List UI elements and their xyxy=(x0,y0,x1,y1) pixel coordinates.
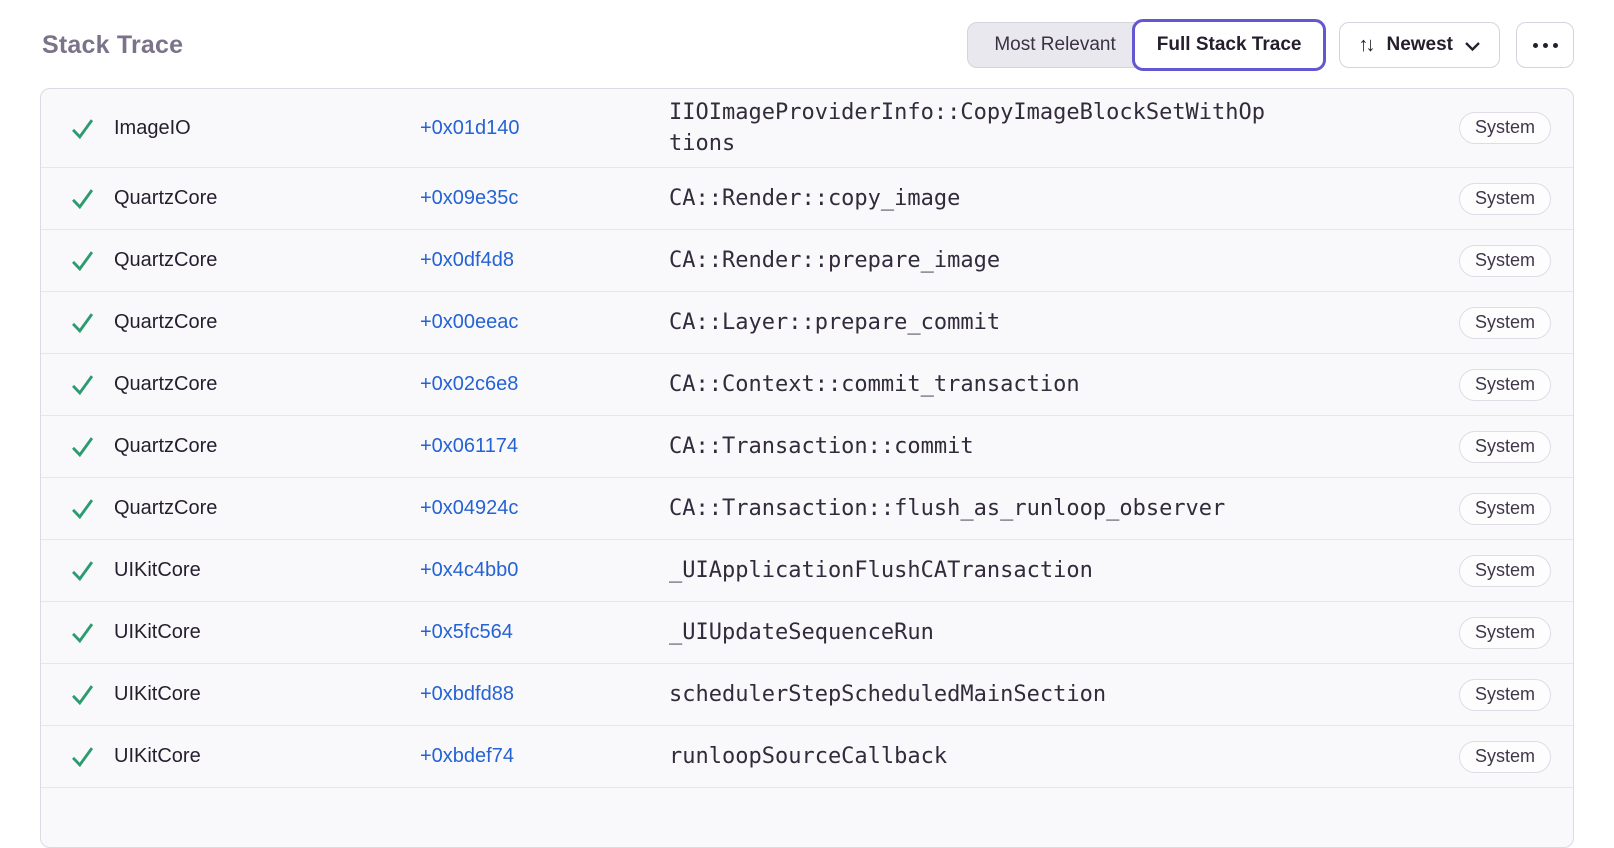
frame-tag-badge: System xyxy=(1458,492,1551,525)
check-icon xyxy=(69,433,114,460)
frame-tag-badge: System xyxy=(1458,112,1551,145)
check-icon xyxy=(69,115,114,142)
frame-tag-badge: System xyxy=(1458,244,1551,277)
table-row[interactable]: QuartzCore +0x00eeac CA::Layer::prepare_… xyxy=(41,291,1573,353)
function-name: CA::Render::copy_image xyxy=(669,186,961,212)
frame-offset-link[interactable]: +0x00eeac xyxy=(420,311,519,334)
function-name: CA::Render::prepare_image xyxy=(669,248,1001,274)
check-icon xyxy=(69,309,114,336)
frame-offset-link[interactable]: +0x01d140 xyxy=(420,116,520,139)
frame-offset-link[interactable]: +0x09e35c xyxy=(420,187,519,210)
check-icon xyxy=(69,681,114,708)
module-name: UIKitCore xyxy=(114,683,201,706)
function-name: _UIUpdateSequenceRun xyxy=(669,620,934,646)
frame-offset-link[interactable]: +0x4c4bb0 xyxy=(420,559,519,582)
module-name: UIKitCore xyxy=(114,745,201,768)
function-name: CA::Context::commit_transaction xyxy=(669,372,1080,398)
module-name: UIKitCore xyxy=(114,559,201,582)
table-row[interactable]: UIKitCore +0x5fc564 _UIUpdateSequenceRun… xyxy=(41,601,1573,663)
table-row[interactable]: ImageIO +0x01d140 IIOImageProviderInfo::… xyxy=(41,89,1573,167)
table-row[interactable]: UIKitCore +0xbdef74 runloopSourceCallbac… xyxy=(41,725,1573,787)
frame-tag-badge: System xyxy=(1458,740,1551,773)
frame-tag-badge: System xyxy=(1458,182,1551,215)
frame-tag-badge: System xyxy=(1458,678,1551,711)
frame-offset-link[interactable]: +0x0df4d8 xyxy=(420,249,514,272)
function-name: schedulerStepScheduledMainSection xyxy=(669,682,1107,708)
check-icon xyxy=(69,557,114,584)
module-name: ImageIO xyxy=(114,116,191,139)
frame-offset-link[interactable]: +0x061174 xyxy=(420,435,519,458)
frame-tag-badge: System xyxy=(1458,306,1551,339)
table-row-partial[interactable] xyxy=(41,787,1573,847)
check-icon xyxy=(69,495,114,522)
page-title: Stack Trace xyxy=(42,30,184,59)
frame-offset-link[interactable]: +0x5fc564 xyxy=(420,621,513,644)
frame-tag-badge: System xyxy=(1458,554,1551,587)
function-name: CA::Transaction::commit xyxy=(669,434,974,460)
sort-button-label: Newest xyxy=(1386,34,1453,55)
sort-button[interactable]: ↑↓ Newest xyxy=(1339,22,1500,68)
function-name: IIOImageProviderInfo::CopyImageBlockSetW… xyxy=(669,100,1266,157)
frame-tag-badge: System xyxy=(1458,368,1551,401)
module-name: QuartzCore xyxy=(114,373,218,396)
check-icon xyxy=(69,371,114,398)
frame-tag-badge: System xyxy=(1458,616,1551,649)
function-name: _UIApplicationFlushCATransaction xyxy=(669,558,1093,584)
check-icon xyxy=(69,185,114,212)
frame-offset-link[interactable]: +0x04924c xyxy=(420,497,519,520)
table-row[interactable]: QuartzCore +0x04924c CA::Transaction::fl… xyxy=(41,477,1573,539)
module-name: QuartzCore xyxy=(114,249,218,272)
table-row[interactable]: UIKitCore +0xbdfd88 schedulerStepSchedul… xyxy=(41,663,1573,725)
table-row[interactable]: UIKitCore +0x4c4bb0 _UIApplicationFlushC… xyxy=(41,539,1573,601)
function-name: CA::Transaction::flush_as_runloop_observ… xyxy=(669,496,1226,522)
module-name: UIKitCore xyxy=(114,621,201,644)
stack-trace-header: Stack Trace Most Relevant Full Stack Tra… xyxy=(0,0,1614,88)
table-row[interactable]: QuartzCore +0x0df4d8 CA::Render::prepare… xyxy=(41,229,1573,291)
module-name: QuartzCore xyxy=(114,187,218,210)
frame-rows: ImageIO +0x01d140 IIOImageProviderInfo::… xyxy=(41,89,1573,787)
toggle-full-stack-trace[interactable]: Full Stack Trace xyxy=(1131,19,1327,71)
function-name: runloopSourceCallback xyxy=(669,744,948,770)
table-row[interactable]: QuartzCore +0x02c6e8 CA::Context::commit… xyxy=(41,353,1573,415)
frame-tag-badge: System xyxy=(1458,430,1551,463)
frame-offset-link[interactable]: +0xbdef74 xyxy=(420,745,514,768)
check-icon xyxy=(69,743,114,770)
view-toggle: Most Relevant Full Stack Trace xyxy=(967,19,1327,71)
sort-arrows-icon: ↑↓ xyxy=(1358,33,1375,56)
chevron-down-icon xyxy=(1464,41,1481,52)
more-options-button[interactable] xyxy=(1516,22,1574,68)
function-name: CA::Layer::prepare_commit xyxy=(669,310,1001,336)
stack-trace-table: ImageIO +0x01d140 IIOImageProviderInfo::… xyxy=(40,88,1574,848)
module-name: QuartzCore xyxy=(114,435,218,458)
table-row[interactable]: QuartzCore +0x09e35c CA::Render::copy_im… xyxy=(41,167,1573,229)
frame-offset-link[interactable]: +0x02c6e8 xyxy=(420,373,519,396)
module-name: QuartzCore xyxy=(114,497,218,520)
check-icon xyxy=(69,619,114,646)
check-icon xyxy=(69,247,114,274)
more-options-icon xyxy=(1532,42,1538,48)
header-controls: Most Relevant Full Stack Trace ↑↓ Newest xyxy=(967,19,1574,71)
frame-offset-link[interactable]: +0xbdfd88 xyxy=(420,683,514,706)
module-name: QuartzCore xyxy=(114,311,218,334)
toggle-most-relevant[interactable]: Most Relevant xyxy=(968,23,1141,67)
table-row[interactable]: QuartzCore +0x061174 CA::Transaction::co… xyxy=(41,415,1573,477)
